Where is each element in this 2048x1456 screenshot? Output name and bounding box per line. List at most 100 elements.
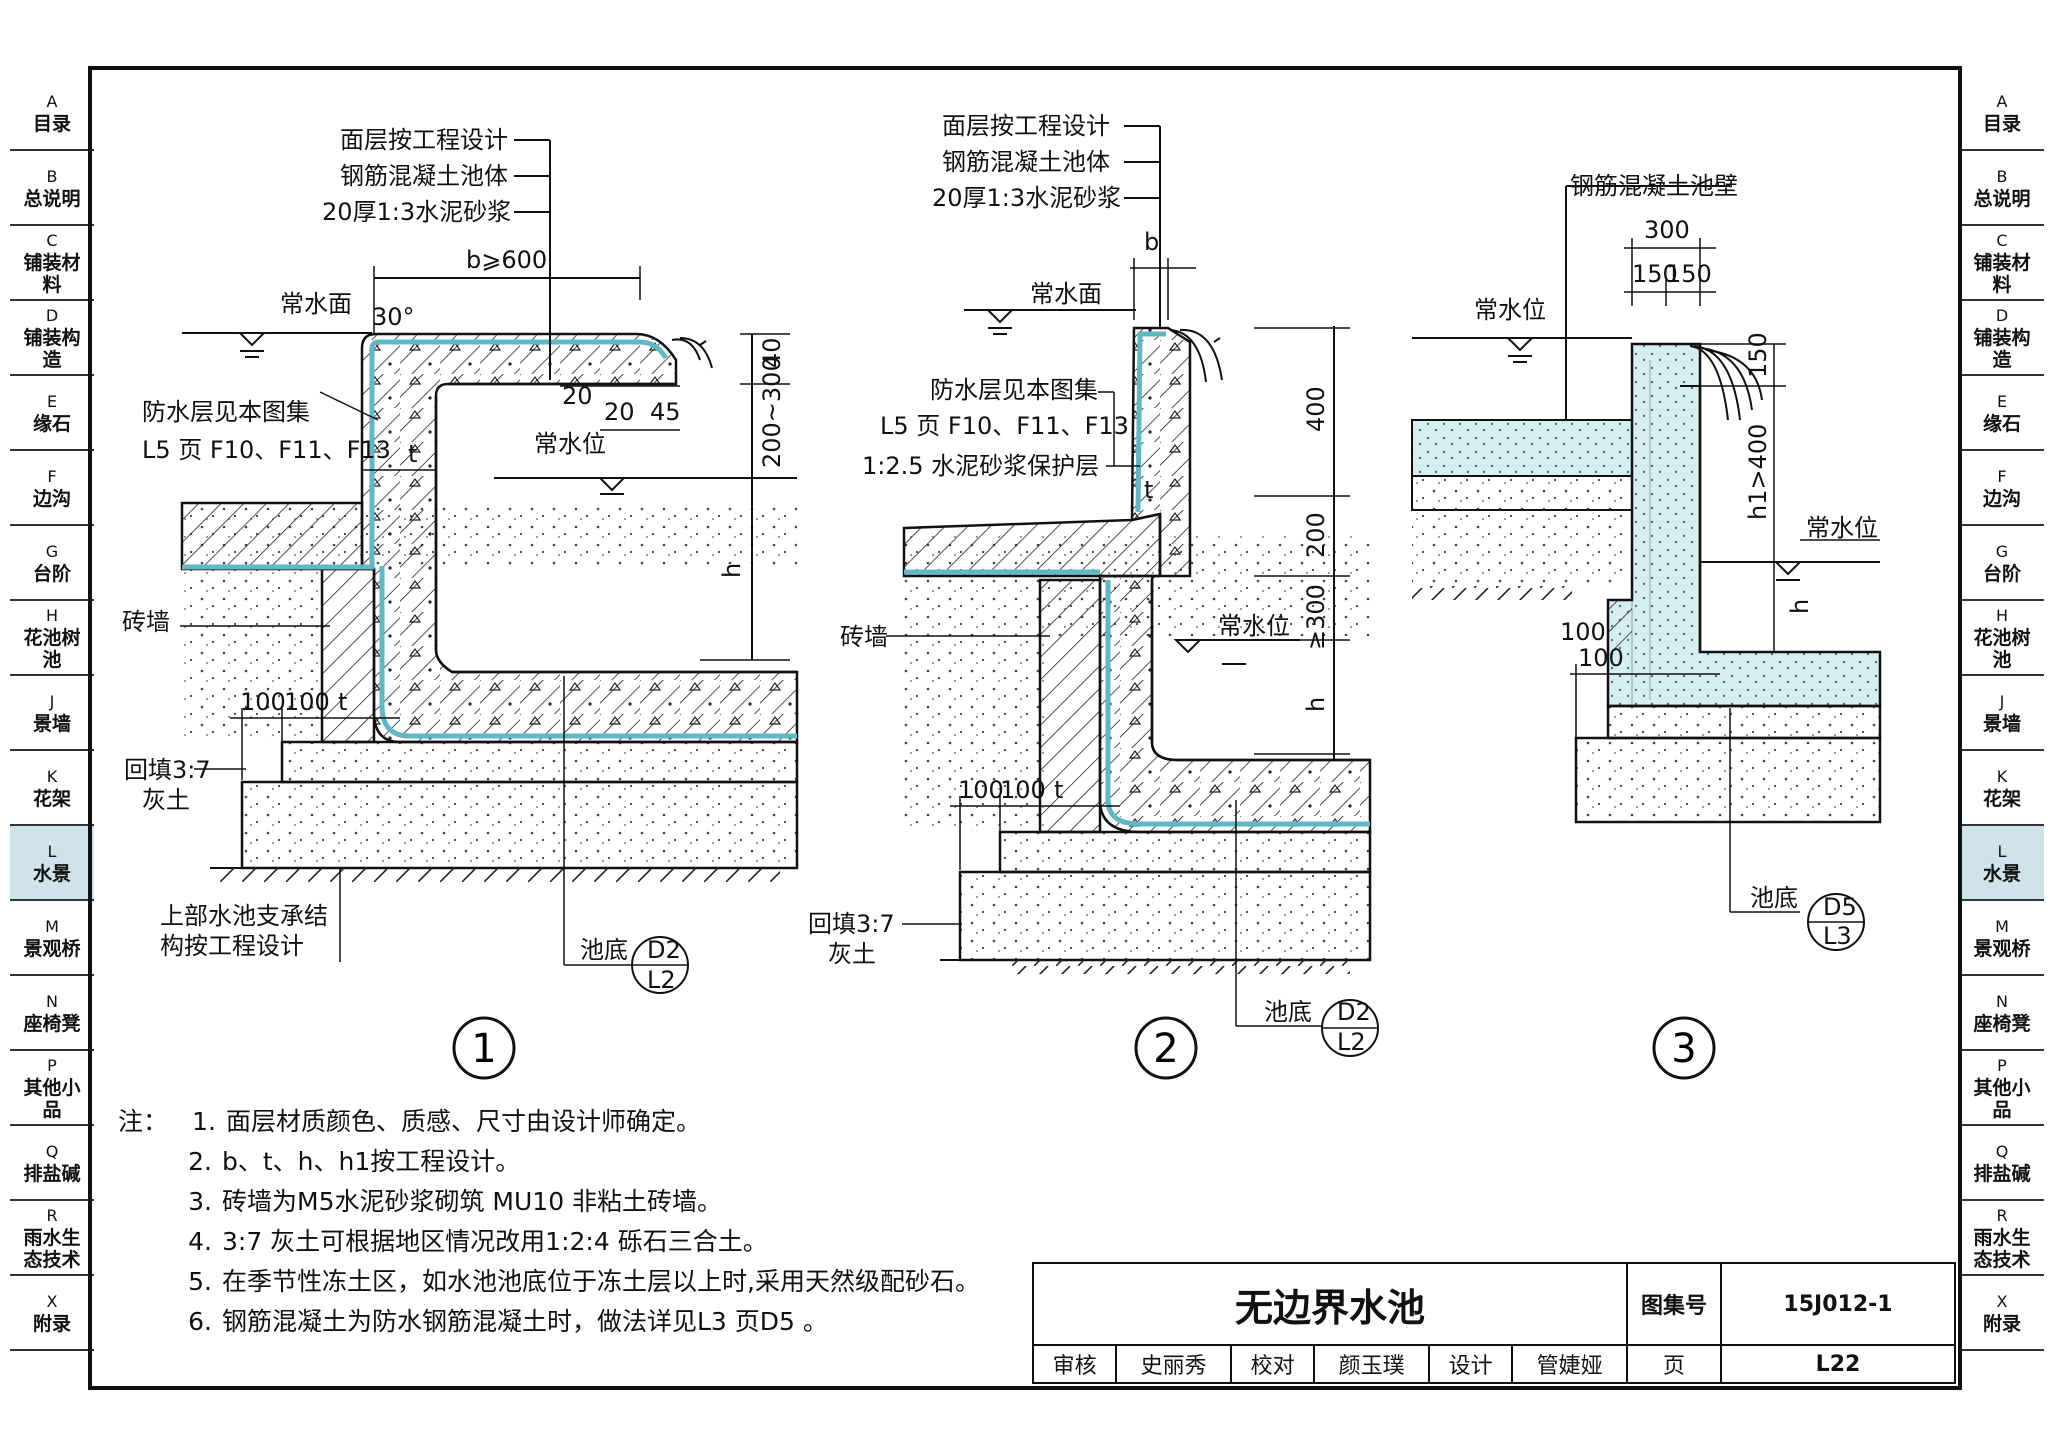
tab-code: J bbox=[49, 691, 55, 711]
detail1-angle-label: 30° bbox=[372, 303, 415, 331]
detail1-pool-inner bbox=[434, 382, 797, 674]
tab-label: 附录 bbox=[32, 1312, 71, 1335]
detail2-dim-400: 400 bbox=[1302, 386, 1330, 432]
note-3: 3.砖墙为M5水泥砂浆砌筑 MU10 非粘土砖墙。 bbox=[172, 1182, 722, 1222]
detail2-ref-bottom: L2 bbox=[1337, 1028, 1366, 1056]
detail1-water-level-label: 常水位 bbox=[534, 430, 606, 458]
note-1-text: 面层材质颜色、质感、尺寸由设计师确定。 bbox=[225, 1107, 701, 1136]
detail-1: 常水面 30° 常水位 面层按工程设计 钢筋混凝土池体 20厚1:3水泥砂浆 b… bbox=[122, 126, 799, 1080]
note-6-index: 6. bbox=[188, 1307, 212, 1336]
detail1-dim-t: t bbox=[408, 440, 417, 468]
tab-label: 缘石 bbox=[32, 412, 71, 435]
detail2-dim-t2: t bbox=[1054, 776, 1063, 804]
detail3-ground-hatch bbox=[1412, 586, 1572, 600]
detail2-water-level-label: 常水位 bbox=[1218, 612, 1290, 640]
detail2-callout-2: 钢筋混凝土池体 bbox=[942, 148, 1110, 176]
detail2-backfill-label-1: 回填3:7 bbox=[808, 910, 895, 938]
detail3-dim-150b: 150 bbox=[1666, 260, 1712, 288]
detail2-water-surface-label: 常水面 bbox=[1030, 280, 1102, 308]
tab-code: B bbox=[1996, 166, 2008, 186]
detail1-waterproof-label-2: L5 页 F10、F11、F13 bbox=[142, 436, 391, 464]
page-label: 页 bbox=[1626, 1344, 1722, 1384]
tab-code: R bbox=[46, 1205, 58, 1225]
note-1: 注： 1.面层材质颜色、质感、尺寸由设计师确定。 bbox=[118, 1102, 701, 1142]
detail1-pool-bottom-label: 池底 bbox=[580, 936, 628, 964]
detail2-backfill-label-2: 灰土 bbox=[828, 940, 876, 968]
tab-code: M bbox=[45, 916, 59, 936]
tab-code: R bbox=[1996, 1205, 2008, 1225]
tab-code: E bbox=[1996, 391, 2008, 411]
detail1-dim-200-300: 200~300 bbox=[758, 356, 786, 468]
design-label: 设计 bbox=[1427, 1344, 1514, 1384]
tab-code: K bbox=[46, 766, 58, 786]
tab-label: 缘石 bbox=[1982, 412, 2021, 435]
tab-code: X bbox=[1996, 1291, 2008, 1311]
detail3-callout: 钢筋混凝土池壁 bbox=[1570, 172, 1738, 200]
detail2-waterproof-label-2: L5 页 F10、F11、F13 bbox=[880, 412, 1129, 440]
tab-label: 目录 bbox=[1982, 112, 2021, 135]
detail2-ref-top: D2 bbox=[1337, 998, 1371, 1026]
tab-code: K bbox=[1996, 766, 2008, 786]
tab-label: 附录 bbox=[1982, 1312, 2021, 1335]
tab-label: 总说明 bbox=[23, 187, 81, 210]
detail2-dim-h: h bbox=[1302, 697, 1330, 712]
detail1-dim-100b: 100 bbox=[284, 688, 330, 716]
detail2-water-surface-symbol bbox=[985, 309, 1015, 324]
tab-code: F bbox=[47, 466, 57, 486]
detail-2: 常水面 常水位 面层按工程设计 钢筋混凝土池体 20厚1:3水泥砂浆 b 400… bbox=[808, 112, 1379, 1080]
tab-code: M bbox=[1995, 916, 2009, 936]
detail3-foundation bbox=[1574, 736, 1882, 824]
tab-code: Q bbox=[45, 1141, 59, 1161]
detail3-dim-100a: 100 bbox=[1560, 618, 1606, 646]
detail2-dim-t: t bbox=[1144, 476, 1153, 504]
tab-label: 水景 bbox=[32, 862, 71, 885]
tab-code: H bbox=[1995, 605, 2009, 625]
tab-code: D bbox=[1995, 305, 2009, 325]
detail1-waterproof-top bbox=[182, 339, 669, 570]
detail1-dim-40: 40 bbox=[758, 337, 786, 368]
detail3-ref-top: D5 bbox=[1823, 893, 1857, 921]
tab-label: 景观桥 bbox=[1973, 937, 2031, 960]
detail2-ground-hatch bbox=[1010, 960, 1350, 974]
detail1-ref-top: D2 bbox=[647, 936, 681, 964]
tab-code: A bbox=[46, 91, 58, 111]
tab-code: C bbox=[1996, 230, 2008, 250]
detail1-backfill-label-1: 回填3:7 bbox=[124, 756, 211, 784]
